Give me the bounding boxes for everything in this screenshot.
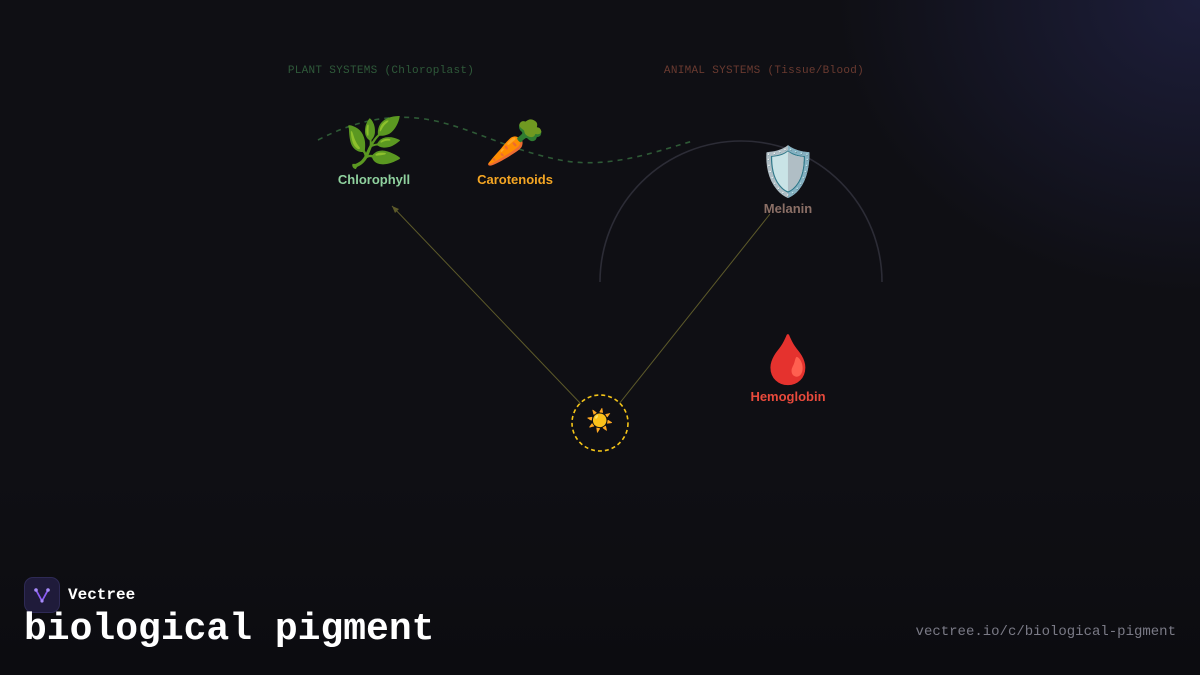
node-label: Chlorophyll — [337, 172, 411, 187]
leaf-icon: 🌿 — [344, 117, 404, 170]
page-url[interactable]: vectree.io/c/biological-pigment — [915, 624, 1176, 640]
node-label: Hemoglobin — [750, 389, 826, 404]
node-hemoglobin[interactable]: 🩸 Hemoglobin — [728, 333, 848, 404]
node-carotenoids[interactable]: 🥕 Carotenoids — [455, 116, 575, 187]
node-label: Melanin — [763, 201, 813, 216]
node-label: Carotenoids — [477, 172, 553, 187]
plant-systems-label: PLANT SYSTEMS (Chloroplast) — [287, 65, 475, 77]
node-chlorophyll[interactable]: 🌿 Chlorophyll — [314, 116, 434, 187]
sun-circle[interactable] — [571, 394, 629, 452]
shield-icon: 🛡️ — [758, 146, 818, 199]
sun-melanin-link — [618, 213, 771, 405]
arrowhead-chlorophyll — [392, 206, 399, 213]
brand-name: Vectree — [68, 586, 136, 604]
node-melanin[interactable]: 🛡️ Melanin — [728, 145, 848, 216]
vectree-logo-icon — [24, 577, 60, 613]
carrot-icon: 🥕 — [485, 117, 545, 170]
brand[interactable]: Vectree — [24, 577, 135, 613]
blood-drop-icon: 🩸 — [758, 334, 818, 387]
sun-icon: ☀️ — [586, 408, 614, 433]
page-title: biological pigment — [24, 608, 435, 651]
sun-chlorophyll-link — [391, 205, 582, 405]
animal-systems-label: ANIMAL SYSTEMS (Tissue/Blood) — [663, 65, 865, 77]
animal-arc-connector — [599, 140, 883, 283]
